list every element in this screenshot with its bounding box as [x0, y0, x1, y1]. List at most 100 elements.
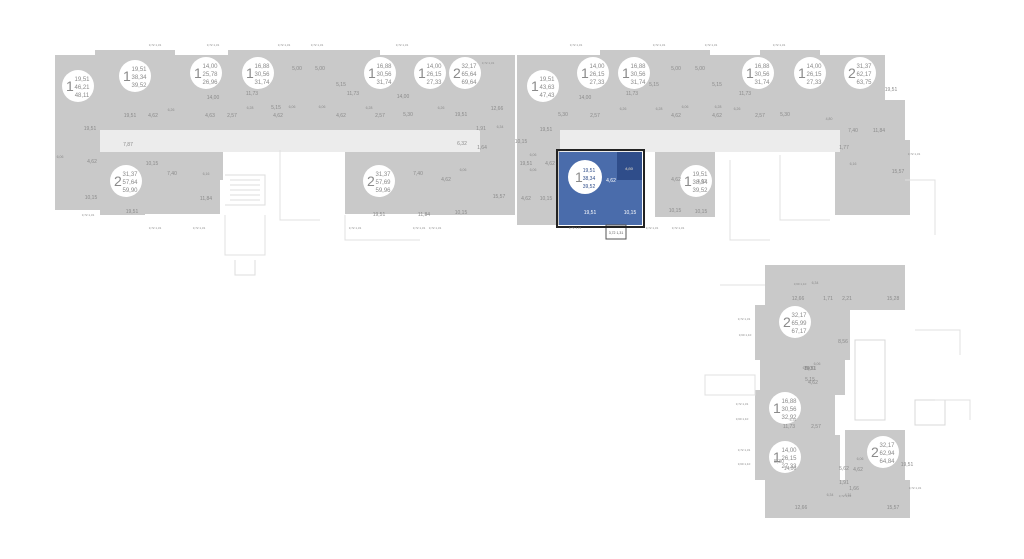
badge-rooms: 1	[194, 65, 202, 81]
room-area-label: 5,30	[780, 112, 790, 118]
badge-rooms: 1	[66, 78, 74, 94]
bathroom-area-label: 6,16	[203, 172, 210, 176]
balcony-area-label: 3,72 1,31	[82, 213, 95, 217]
badge-area: 31,74	[754, 80, 770, 86]
room-area-label: 19,51	[901, 462, 914, 468]
room-area-label: 2,57	[375, 113, 385, 119]
badge-total: 30,56	[254, 72, 270, 78]
badge-circle	[62, 70, 94, 102]
badge-living: 19,51	[131, 67, 147, 73]
room-area-label: 5,15	[805, 377, 815, 383]
bathroom-area-label: 4,60	[626, 167, 633, 171]
room-area-label: 19,51	[804, 366, 817, 372]
balcony-area-label: 3,72 1,31	[570, 43, 583, 47]
badge-total: 30,56	[781, 407, 797, 413]
balcony-area-label: 3,72 1,31	[349, 226, 362, 230]
badge-area: 27,33	[781, 464, 797, 470]
room-area-label: 1,91	[839, 480, 849, 486]
badge-circle	[742, 57, 774, 89]
badge-circle	[794, 57, 826, 89]
badge-total: 26,15	[589, 72, 605, 78]
badge-area: 39,52	[131, 83, 147, 89]
badge-circle	[867, 436, 899, 468]
badge-area: 27,33	[806, 80, 822, 86]
balcony-area-label: 3,72 1,31	[653, 43, 666, 47]
badge-rooms: 2	[114, 173, 122, 189]
badge-total: 57,69	[375, 180, 391, 186]
room-area-label: 2,57	[227, 113, 237, 119]
badge-rooms: 1	[246, 65, 254, 81]
room-area-label: 1,77	[839, 145, 849, 151]
badge-rooms: 1	[773, 400, 781, 416]
badge-rooms: 1	[368, 65, 376, 81]
badge-area: 48,11	[75, 93, 90, 99]
corridor-central	[560, 130, 840, 152]
room-area-label: 5,00	[315, 66, 325, 72]
building-east-tower	[755, 265, 910, 518]
badge-rooms: 2	[367, 173, 375, 189]
bathroom-area-label: 6,06	[857, 457, 864, 461]
balcony-area-label: 3,72 1,31	[738, 448, 751, 452]
badge-total: 26,15	[781, 456, 797, 462]
badge-total: 62,94	[879, 451, 895, 457]
badge-circle	[190, 57, 222, 89]
balcony-area-label: 3,72 1,31	[736, 402, 749, 406]
badge-living: 14,00	[781, 448, 797, 454]
room-area-label: 5,00	[695, 66, 705, 72]
balcony-area-label: 3,60 1,10	[739, 333, 752, 337]
highlighted-apartment[interactable]: 1 19,51 38,34 39,52 19,51 4,62 10,15 4,6…	[556, 149, 645, 240]
room-area-label: 11,73	[626, 91, 638, 97]
bathroom-area-label: 6,06	[289, 105, 296, 109]
bathroom-area-label: 6,06	[814, 362, 821, 366]
room-area-label: 11,84	[200, 196, 212, 202]
badge-rooms: 1	[798, 65, 806, 81]
room-area-label: 15,28	[887, 296, 900, 302]
highlight-rooms: 1	[575, 169, 583, 185]
room-area-label: 1,66	[849, 486, 859, 492]
bathroom-area-label: 6,34	[827, 493, 834, 497]
badge-living: 31,37	[375, 172, 391, 178]
badge-rooms: 1	[684, 173, 692, 189]
badge-area: 31,74	[254, 80, 270, 86]
room-area-label: 14,00	[579, 95, 592, 101]
room-area-label: 1,64	[477, 145, 487, 151]
room-area-label: 19,51	[885, 87, 898, 93]
balcony-area-label: 3,72 1,31	[413, 226, 426, 230]
bathroom-area-label: 4,31	[845, 493, 852, 497]
badge-rooms: 1	[581, 65, 589, 81]
badge-area: 39,52	[692, 188, 708, 194]
room-area-label: 10,15	[515, 139, 528, 145]
room-area-label: 4,62	[545, 161, 555, 167]
room-area-label: 7,40	[167, 171, 177, 177]
room-area-label: 19,51	[373, 212, 386, 218]
badge-circle	[779, 306, 811, 338]
badge-living: 32,17	[461, 64, 477, 70]
room-area-label: 7,40	[848, 128, 858, 134]
badge-living: 16,88	[630, 64, 646, 70]
badge-area: 47,43	[539, 93, 555, 99]
badge-living: 16,88	[254, 64, 270, 70]
bathroom-area-label: 6,06	[319, 105, 326, 109]
badge-circle	[577, 57, 609, 89]
room-area-label: 2,57	[755, 113, 765, 119]
